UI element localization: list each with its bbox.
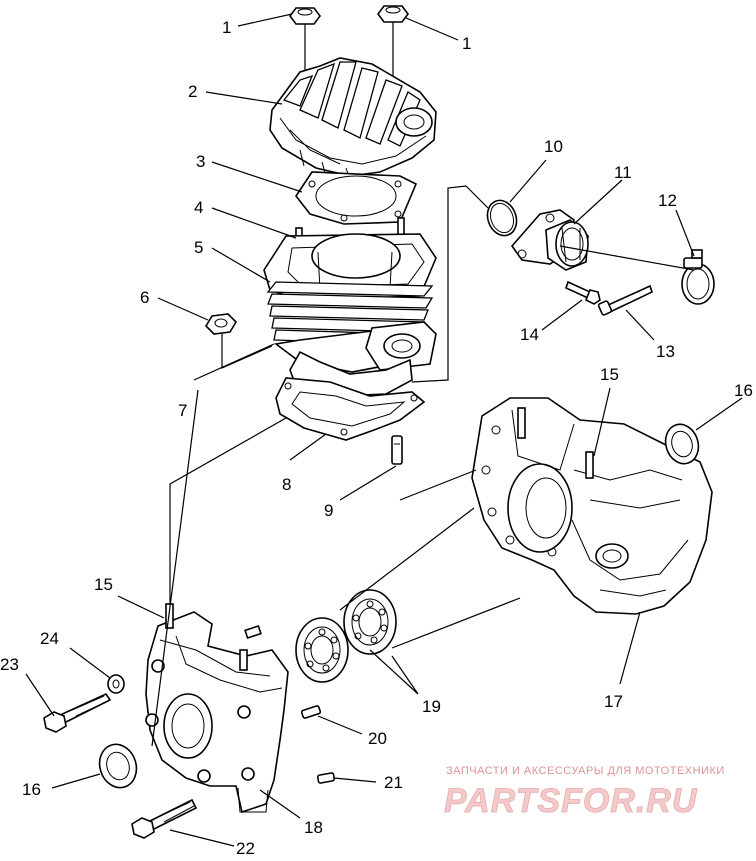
callout-5: 5: [194, 238, 203, 257]
callout-1-left: 1: [222, 18, 231, 37]
head-nut-left: [289, 7, 321, 110]
callout-10: 10: [544, 137, 563, 156]
callout-18: 18: [304, 818, 323, 837]
callout-12: 12: [658, 191, 677, 210]
watermark: ЗАПЧАСТИ И АКСЕССУАРЫ ДЛЯ МОТОТЕХНИКИ PA…: [444, 765, 725, 820]
callout-3: 3: [196, 152, 205, 171]
callout-1-right: 1: [462, 34, 471, 53]
head-gasket: [295, 171, 418, 225]
clamp-screw: [597, 284, 653, 316]
callout-13: 13: [656, 342, 675, 361]
cylinder-head: [269, 57, 437, 181]
hose-clamp: [681, 249, 715, 305]
dowel-pin: [391, 435, 403, 465]
crankcase-bolt-lower: [131, 798, 198, 839]
main-bearing-outer: [343, 589, 397, 655]
crankcase-pin-small: [316, 772, 336, 784]
crankcase-left-half: [145, 603, 289, 814]
crankcase-dowel-pin: [300, 705, 322, 719]
oil-seal-right: [664, 423, 700, 465]
crankcase-right-half: [471, 397, 713, 615]
callout-16-left: 16: [22, 780, 41, 799]
callout-11: 11: [614, 163, 632, 182]
assembly-lines: [169, 185, 695, 649]
callout-4: 4: [194, 198, 203, 217]
watermark-tagline: ЗАПЧАСТИ И АКСЕССУАРЫ ДЛЯ МОТОТЕХНИКИ: [446, 765, 725, 777]
callout-15-right: 15: [600, 365, 619, 384]
base-gasket: [275, 377, 426, 441]
callout-16-right: 16: [734, 381, 753, 400]
washer: [107, 674, 125, 694]
main-bearing-inner: [295, 617, 349, 683]
callout-17: 17: [604, 692, 623, 711]
callout-15-left: 15: [94, 575, 113, 594]
callout-24: 24: [40, 629, 59, 648]
callout-7: 7: [178, 401, 187, 420]
callout-19: 19: [422, 697, 441, 716]
callout-2: 2: [188, 82, 197, 101]
oil-seal-left: [98, 743, 138, 789]
o-ring: [486, 199, 518, 237]
callout-23: 23: [0, 655, 19, 674]
callout-22: 22: [236, 839, 255, 856]
crankcase-bolt-upper: [43, 692, 112, 733]
cylinder-block: [263, 217, 437, 397]
callout-20: 20: [368, 729, 387, 748]
callout-6: 6: [140, 288, 149, 307]
manifold-bolt: [565, 280, 601, 305]
intake-manifold: [510, 209, 589, 271]
callout-8: 8: [282, 475, 291, 494]
leader-lines: [25, 13, 743, 847]
callout-numbers: 1 1 2 3 4 5 6 7 8 9 10 11 12 13 14 15 15…: [0, 18, 753, 858]
callout-14: 14: [520, 325, 539, 344]
watermark-brand: PARTSFOR.RU: [444, 782, 698, 820]
callout-21: 21: [384, 773, 403, 792]
callout-9: 9: [324, 501, 333, 520]
